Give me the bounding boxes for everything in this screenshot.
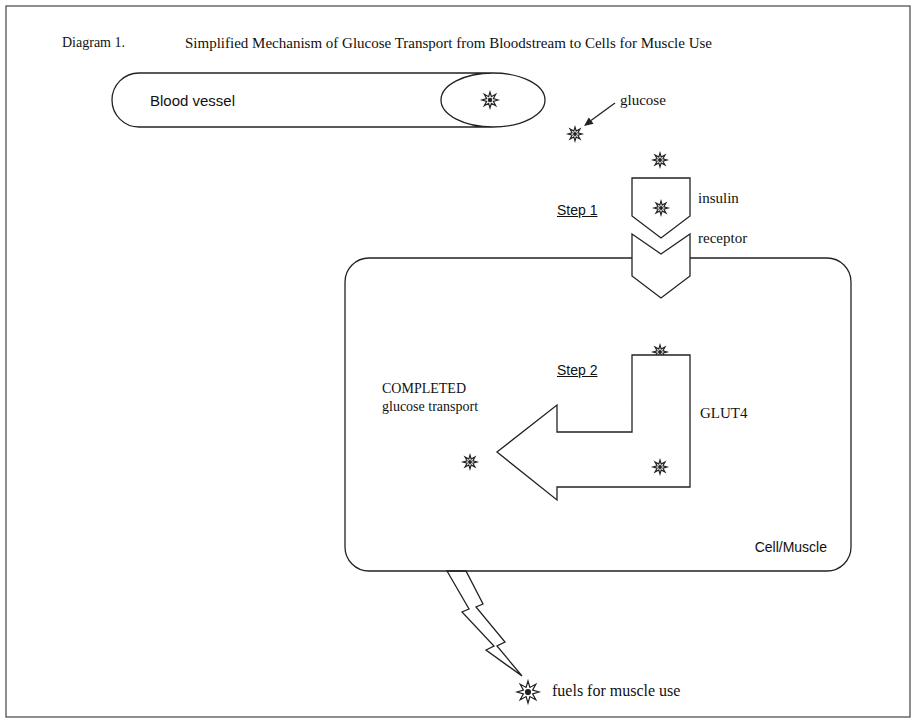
cell-label: Cell/Muscle xyxy=(755,539,827,555)
outline-path xyxy=(497,355,690,500)
glucose-symbol xyxy=(654,201,668,215)
glucose-symbol xyxy=(653,460,667,474)
receptor-shape: receptor xyxy=(632,234,690,298)
step-label: Step 1 xyxy=(557,202,597,218)
outline-path xyxy=(632,234,690,298)
receptor-label: receptor xyxy=(698,230,747,247)
vessel-label: Blood vessel xyxy=(150,92,235,109)
glucose-core xyxy=(525,689,531,695)
glucose-symbol xyxy=(653,153,667,167)
glut4-label: GLUT4 xyxy=(700,405,748,422)
pointer-head xyxy=(584,117,594,126)
insulin-label: insulin xyxy=(698,190,739,207)
step-label: Step 2 xyxy=(557,362,597,378)
node-outline xyxy=(632,234,690,298)
glucose-symbol xyxy=(463,455,477,469)
glucose-core xyxy=(488,98,492,102)
glucose-core xyxy=(658,158,662,162)
blood-vessel: Blood vessel xyxy=(112,73,545,127)
glucose-core xyxy=(573,132,577,136)
outline-path xyxy=(345,258,851,571)
diagram-number: Diagram 1. xyxy=(62,35,125,51)
pointer-line xyxy=(591,103,615,121)
diagram-title: Simplified Mechanism of Glucose Transpor… xyxy=(185,35,712,52)
glucose-core xyxy=(468,460,472,464)
frame-border xyxy=(6,6,910,717)
insulin-shape: insulin xyxy=(632,178,690,238)
outline-path xyxy=(112,73,545,127)
lightning-bolt xyxy=(447,571,522,676)
completed-note: COMPLETED glucose transport xyxy=(382,380,482,415)
node-outline xyxy=(632,178,690,238)
glucose-symbol xyxy=(568,127,582,141)
glucose-label: glucose xyxy=(620,92,666,109)
glucose-core xyxy=(658,465,662,469)
outline-path xyxy=(632,178,690,238)
glucose-symbol xyxy=(482,92,498,108)
glucose-core xyxy=(659,206,663,210)
glucose-symbol xyxy=(517,681,539,703)
glucose-core xyxy=(658,350,662,354)
fuels-label: fuels for muscle use xyxy=(552,682,680,700)
